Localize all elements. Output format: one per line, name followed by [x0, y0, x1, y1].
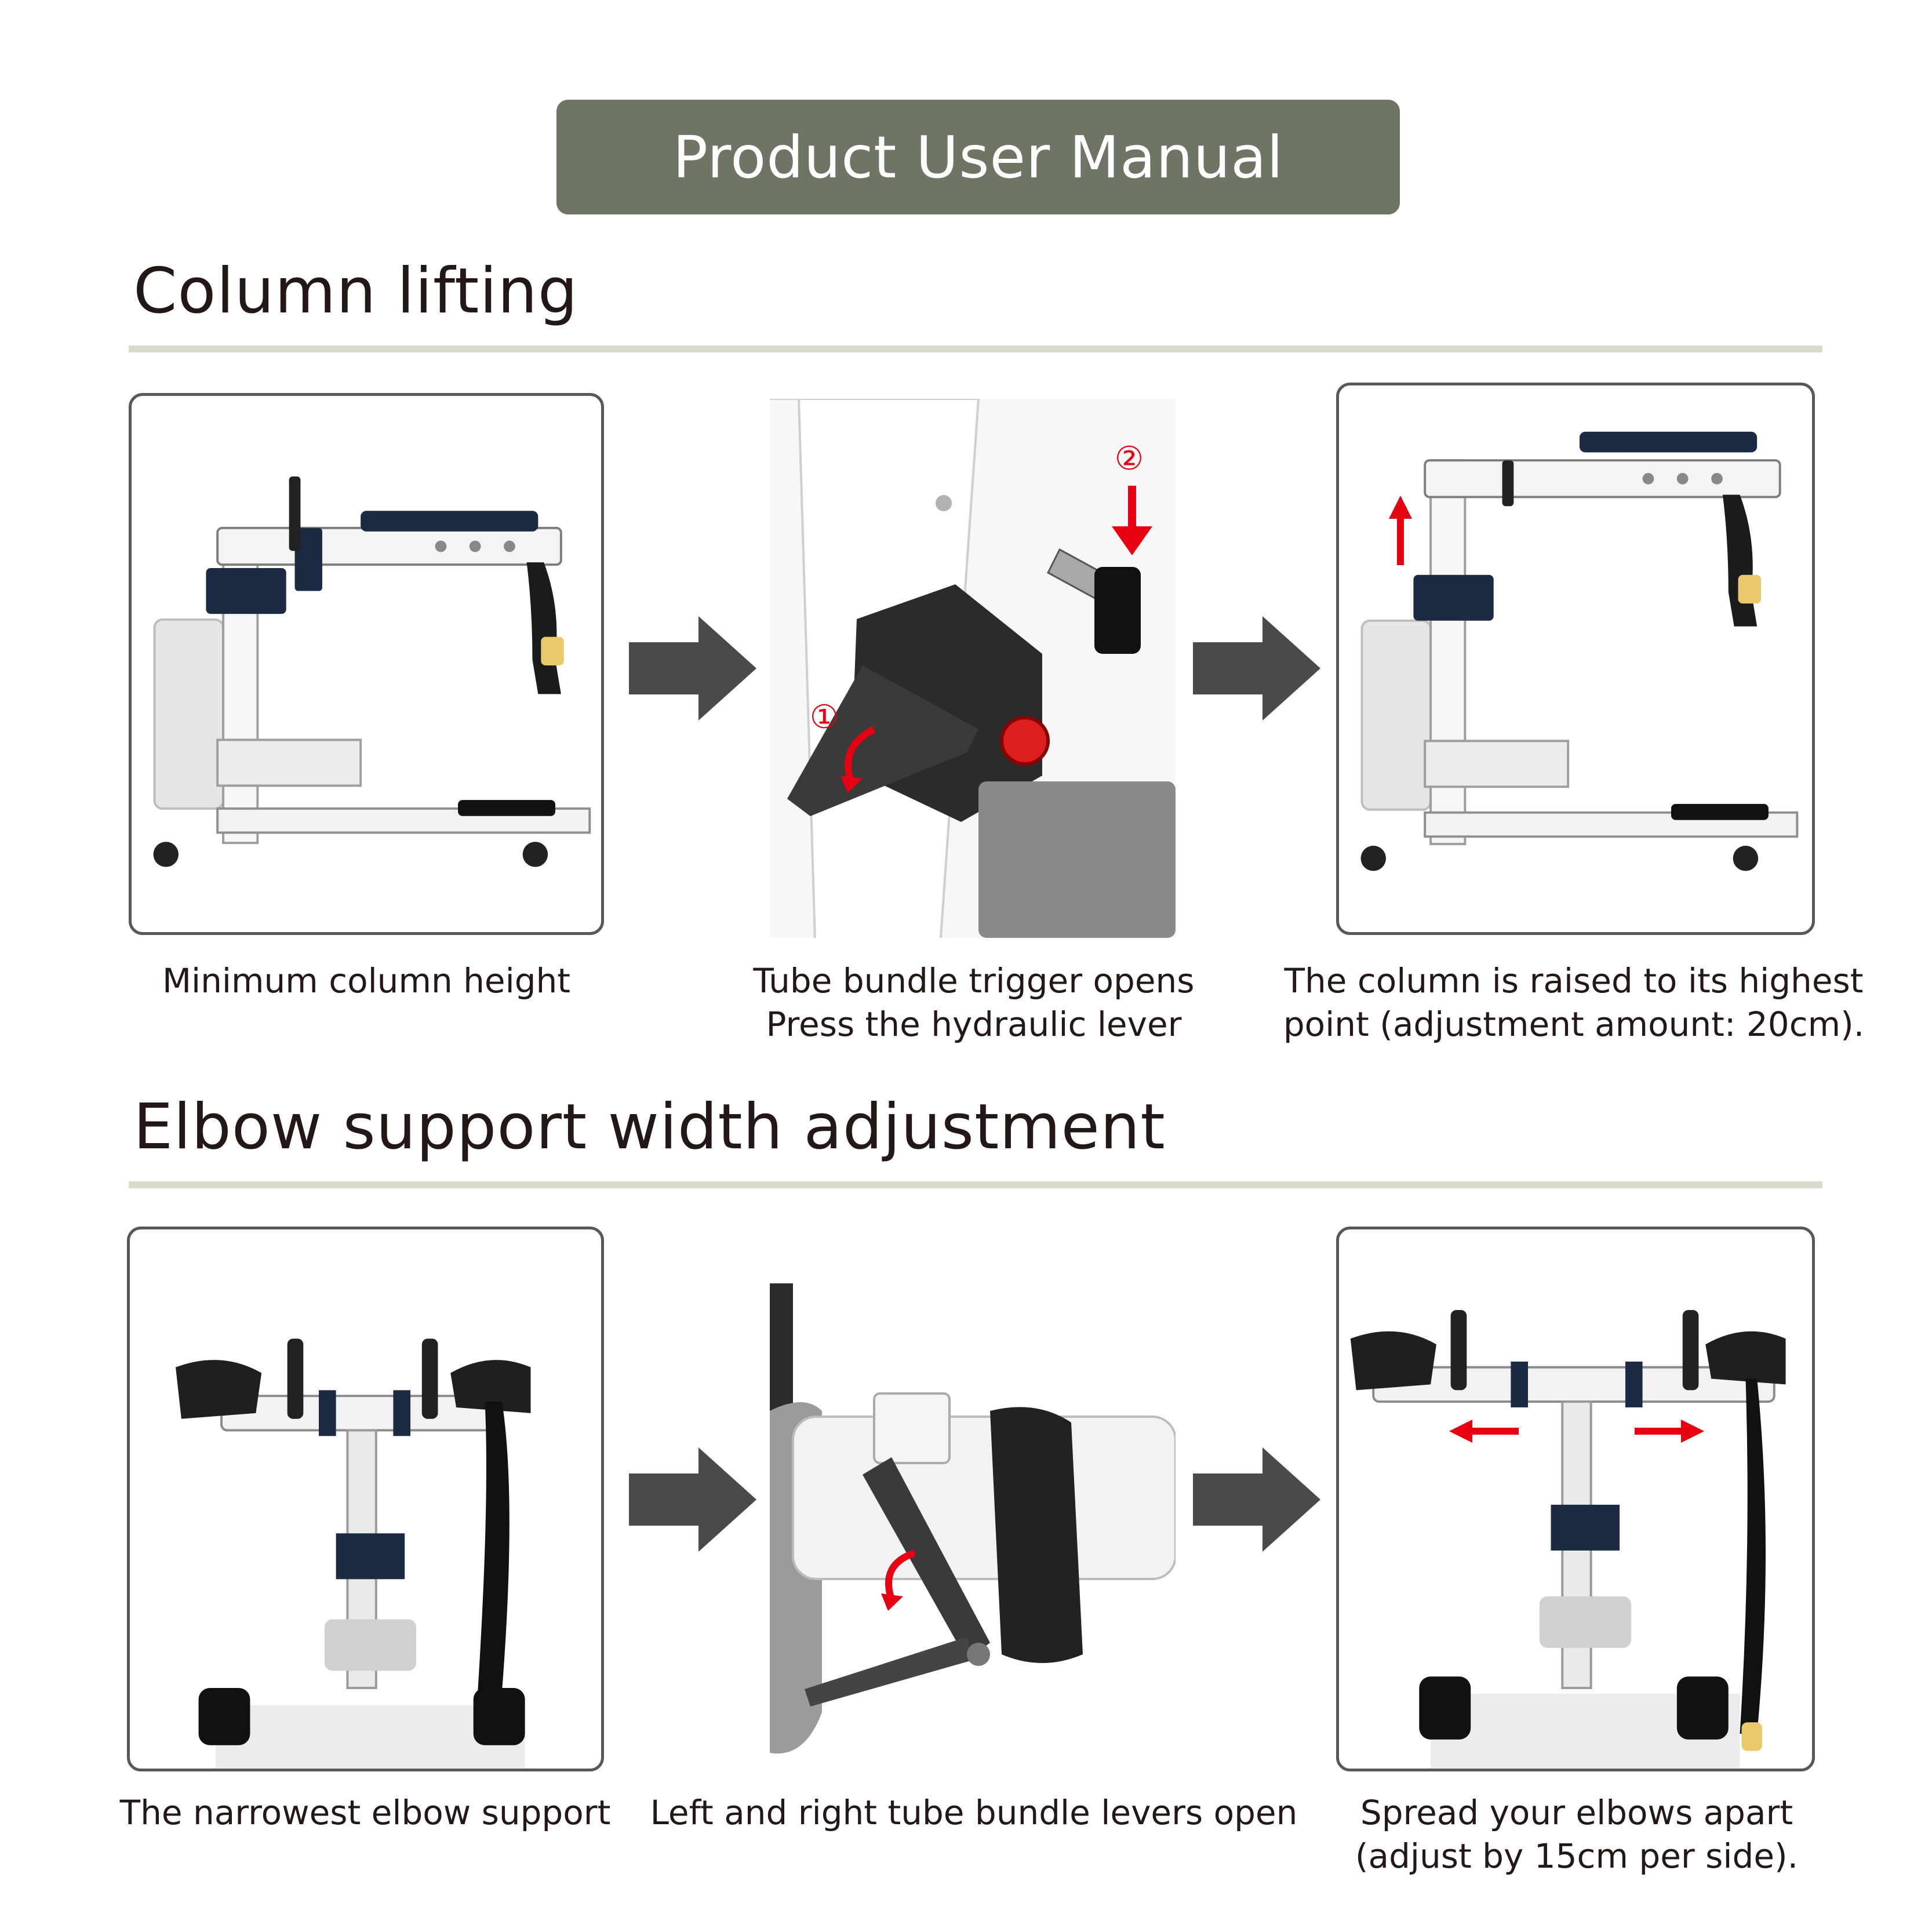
section-divider: [129, 1181, 1822, 1188]
red-up-arrow-icon: [1389, 496, 1412, 565]
lift-machine-raised-illustration: [1360, 431, 1799, 871]
caption-tube-bundle-levers: Left and right tube bundle levers open: [650, 1793, 1298, 1832]
caption-minimum-column-height: Minimum column height: [162, 961, 571, 1000]
manual-title: Product User Manual: [672, 123, 1284, 191]
right-arrow-icon: [1193, 616, 1320, 721]
lift-machine-illustration: [153, 476, 591, 867]
section-divider: [129, 345, 1822, 352]
photo-narrowest-elbow-support: [127, 1227, 604, 1771]
right-arrow-icon: [629, 1447, 756, 1552]
lever-closeup-illustration: [770, 399, 1176, 938]
caption-tube-bundle-trigger: Tube bundle trigger opens Press the hydr…: [753, 961, 1195, 1044]
red-curved-arrow-icon: [881, 1549, 916, 1611]
photo-tube-bundle-trigger: ① ②: [770, 399, 1176, 938]
photo-elbows-spread: [1336, 1227, 1815, 1771]
red-left-arrow-icon: [1449, 1420, 1519, 1443]
caption-elbows-spread: Spread your elbows apart (adjust by 15cm…: [1355, 1793, 1799, 1876]
step-marker-2: ②: [1114, 440, 1144, 478]
red-curved-arrow-icon: [841, 726, 876, 793]
photo-tube-bundle-levers: [770, 1283, 1176, 1764]
lever-open-closeup-illustration: [770, 1283, 1176, 1764]
right-arrow-icon: [1193, 1447, 1320, 1552]
elbow-support-narrow-illustration: [176, 1338, 531, 1769]
section-title-elbow-width: Elbow support width adjustment: [133, 1091, 1166, 1163]
red-down-arrow-icon: [1112, 486, 1152, 555]
red-right-arrow-icon: [1635, 1420, 1704, 1443]
step-marker-1: ①: [809, 698, 839, 736]
caption-column-raised: The column is raised to its highest poin…: [1283, 961, 1865, 1044]
right-arrow-icon: [629, 616, 756, 721]
section-title-column-lifting: Column lifting: [133, 255, 578, 328]
photo-minimum-column-height: [129, 393, 604, 935]
manual-title-banner: Product User Manual: [556, 100, 1400, 214]
caption-narrowest-elbow-support: The narrowest elbow support: [119, 1793, 611, 1832]
photo-column-raised: [1336, 383, 1815, 935]
elbow-support-wide-illustration: [1350, 1309, 1786, 1769]
